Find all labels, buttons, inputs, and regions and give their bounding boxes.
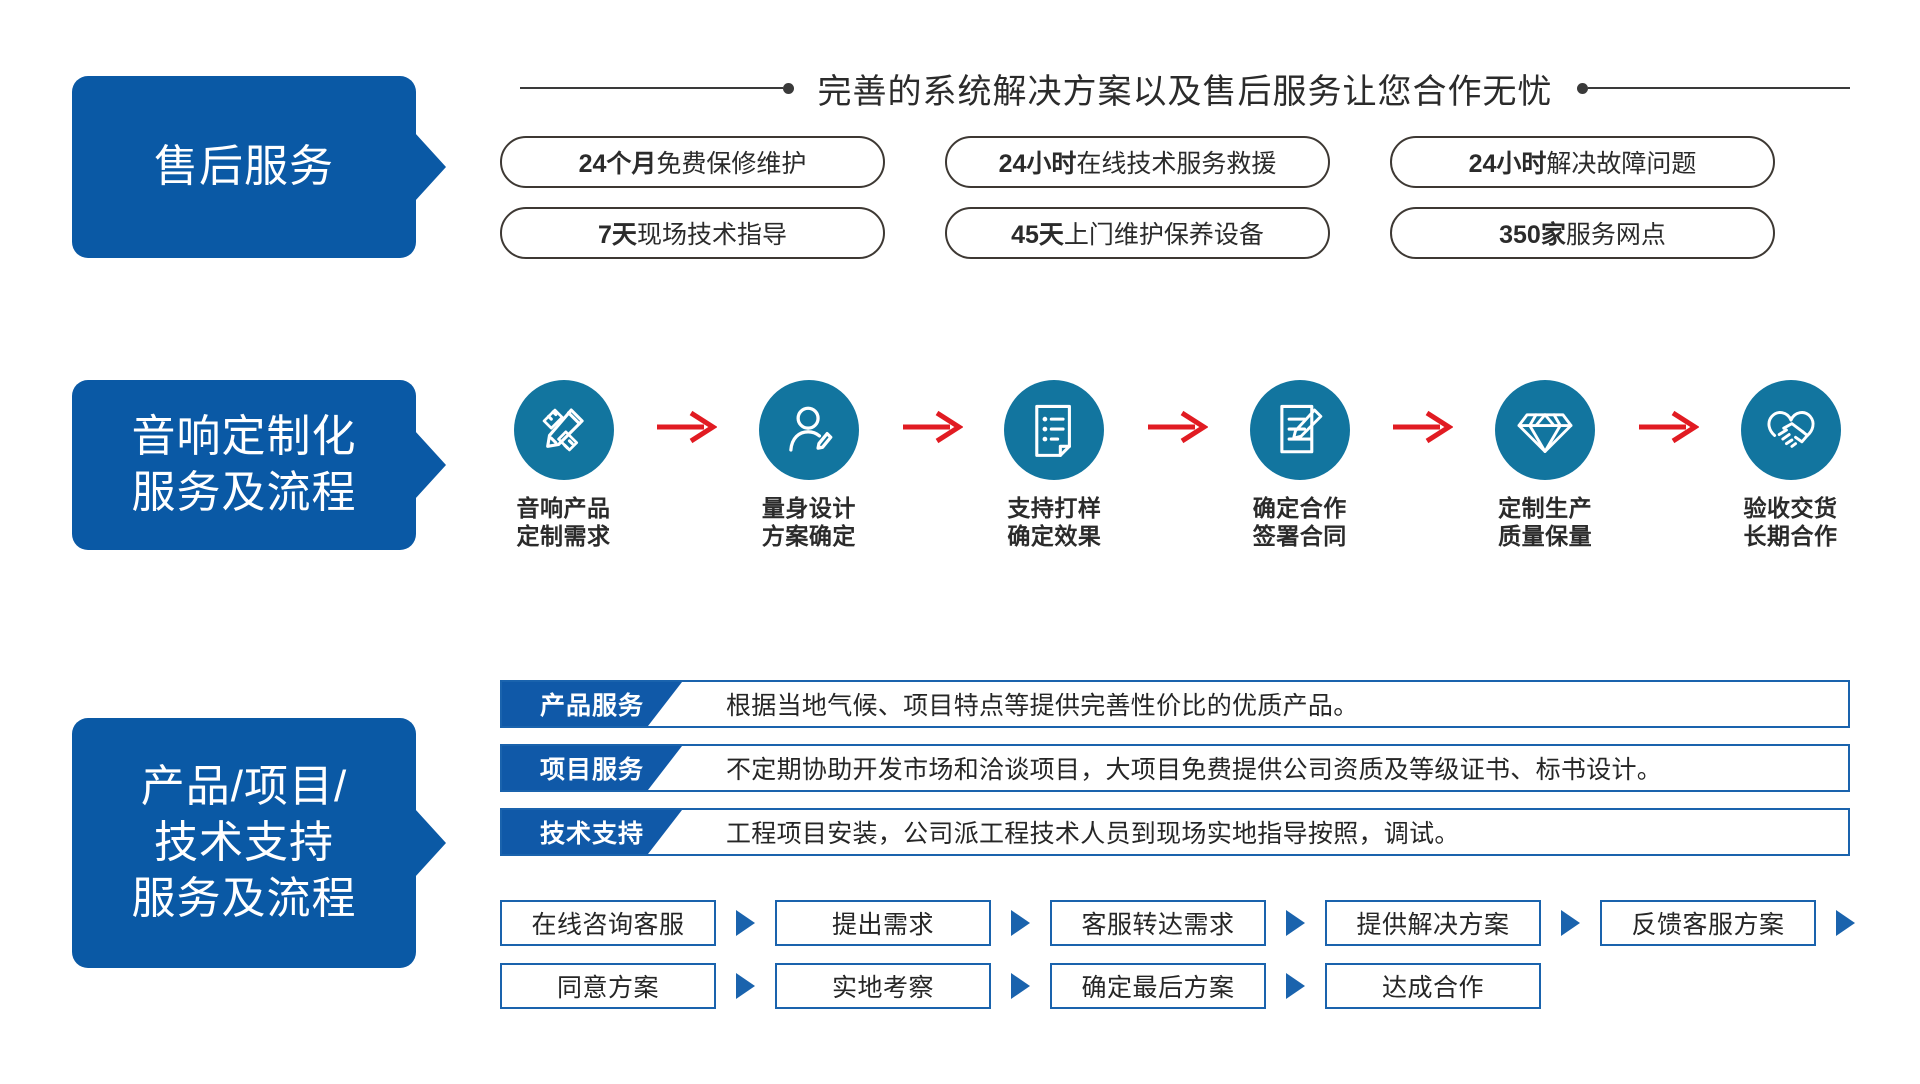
step-label: 支持打样 确定效果 xyxy=(1007,495,1102,550)
pill-rest: 免费保修维护 xyxy=(656,150,807,178)
pill-rest: 服务网点 xyxy=(1565,221,1666,249)
flow-arrow-icon xyxy=(1011,910,1030,936)
red-arrow-icon xyxy=(1366,380,1478,444)
service-bar-wedge xyxy=(682,682,722,726)
step-icon-circle xyxy=(1495,380,1596,480)
step-label: 验收交货 长期合作 xyxy=(1743,495,1838,550)
callout-arrow-icon xyxy=(415,133,446,201)
flow-arrow-icon xyxy=(1286,910,1305,936)
process-step: 支持打样 确定效果 xyxy=(988,380,1121,550)
pill-strong: 45天 xyxy=(1011,221,1064,249)
service-bar: 技术支持 工程项目安装，公司派工程技术人员到现场实地指导按照，调试。 xyxy=(500,808,1850,856)
service-bar: 项目服务 不定期协助开发市场和洽谈项目，大项目免费提供公司资质及等级证书、标书设… xyxy=(500,744,1850,792)
checklist-document-icon xyxy=(1027,401,1081,459)
headline-dot-left-icon xyxy=(782,82,794,94)
step-label: 音响产品 定制需求 xyxy=(516,495,611,550)
pill-strong: 24小时 xyxy=(998,150,1077,178)
process-step: 量身设计 方案确定 xyxy=(742,380,875,550)
section-label-text: 产品/项目/ 技术支持 服务及流程 xyxy=(131,761,357,924)
section1-headline: 完善的系统解决方案以及售后服务让您合作无忧 xyxy=(520,62,1850,114)
diamond-icon xyxy=(1516,404,1574,456)
pill-strong: 7天 xyxy=(598,221,637,249)
service-bar-text: 工程项目安装，公司派工程技术人员到现场实地指导按照，调试。 xyxy=(726,820,1460,848)
flow-box: 提出需求 xyxy=(775,900,991,946)
pill-item: 24小时在线技术服务救援 xyxy=(945,136,1330,188)
pill-strong: 24个月 xyxy=(578,150,657,178)
flow-box: 达成合作 xyxy=(1325,963,1541,1009)
pill-item: 7天现场技术指导 xyxy=(500,207,885,259)
flow-arrow-icon xyxy=(736,973,755,999)
step-label: 定制生产 质量保量 xyxy=(1498,495,1593,550)
service-bar-tag: 产品服务 xyxy=(502,682,682,726)
callout-arrow-icon xyxy=(415,809,446,877)
pill-strong: 350家 xyxy=(1499,221,1566,249)
section-label-text: 售后服务 xyxy=(154,141,334,191)
callout-arrow-icon xyxy=(415,431,446,499)
pill-rest: 上门维护保养设备 xyxy=(1063,221,1264,249)
headline-dot-right-icon xyxy=(1576,82,1588,94)
flow-box: 确定最后方案 xyxy=(1050,963,1266,1009)
handshake-heart-icon xyxy=(1761,403,1821,457)
pill-row-1: 24个月免费保修维护 24小时在线技术服务救援 24小时解决故障问题 xyxy=(500,136,1850,188)
customization-process-flow: 音响产品 定制需求 量身设计 方案确定 xyxy=(497,380,1857,570)
pill-item: 24个月免费保修维护 xyxy=(500,136,885,188)
pill-item: 45天上门维护保养设备 xyxy=(945,207,1330,259)
flow-box: 反馈客服方案 xyxy=(1600,900,1816,946)
step-label: 确定合作 签署合同 xyxy=(1252,495,1347,550)
process-step: 确定合作 签署合同 xyxy=(1233,380,1366,550)
flow-arrow-icon xyxy=(736,910,755,936)
section-label-after-sales: 售后服务 xyxy=(72,76,446,258)
service-bar-tag: 技术支持 xyxy=(502,810,682,854)
red-arrow-icon xyxy=(1121,380,1233,444)
process-step: 定制生产 质量保量 xyxy=(1479,380,1612,550)
service-bar-wedge xyxy=(682,746,722,790)
flow-box: 同意方案 xyxy=(500,963,716,1009)
headline-text: 完善的系统解决方案以及售后服务让您合作无忧 xyxy=(817,72,1553,111)
support-process-flow: 在线咨询客服 提出需求 客服转达需求 提供解决方案 反馈客服方案 同意方案 实地… xyxy=(500,900,1860,1026)
red-arrow-icon xyxy=(630,380,742,444)
flow-arrow-icon xyxy=(1561,910,1580,936)
document-pen-icon xyxy=(1273,401,1327,459)
service-bar-wedge xyxy=(682,810,722,854)
red-arrow-icon xyxy=(1612,380,1724,444)
flow-box: 客服转达需求 xyxy=(1050,900,1266,946)
pill-rest: 在线技术服务救援 xyxy=(1076,150,1277,178)
process-step: 验收交货 长期合作 xyxy=(1724,380,1857,550)
person-design-icon xyxy=(780,401,838,459)
step-icon-circle xyxy=(1740,380,1841,480)
headline-rule-right xyxy=(1587,87,1850,89)
section-label-audio-customization: 音响定制化 服务及流程 xyxy=(72,380,446,550)
flow-arrow-icon xyxy=(1011,973,1030,999)
step-icon-circle xyxy=(758,380,859,480)
pill-row-2: 7天现场技术指导 45天上门维护保养设备 350家服务网点 xyxy=(500,207,1850,259)
flow-arrow-icon xyxy=(1286,973,1305,999)
section-label-product-project-tech: 产品/项目/ 技术支持 服务及流程 xyxy=(72,718,446,968)
step-icon-circle xyxy=(513,380,614,480)
service-bar-text: 不定期协助开发市场和洽谈项目，大项目免费提供公司资质及等级证书、标书设计。 xyxy=(726,756,1663,784)
flow-box: 实地考察 xyxy=(775,963,991,1009)
pill-strong: 24小时 xyxy=(1468,150,1547,178)
service-bar: 产品服务 根据当地气候、项目特点等提供完善性价比的优质产品。 xyxy=(500,680,1850,728)
flow-arrow-icon xyxy=(1836,910,1855,936)
flow-row-1: 在线咨询客服 提出需求 客服转达需求 提供解决方案 反馈客服方案 xyxy=(500,900,1860,946)
process-step: 音响产品 定制需求 xyxy=(497,380,630,550)
flow-box: 在线咨询客服 xyxy=(500,900,716,946)
pill-item: 24小时解决故障问题 xyxy=(1390,136,1775,188)
service-bar-text: 根据当地气候、项目特点等提供完善性价比的优质产品。 xyxy=(726,692,1359,720)
service-bar-list: 产品服务 根据当地气候、项目特点等提供完善性价比的优质产品。 项目服务 不定期协… xyxy=(500,680,1850,872)
pill-item: 350家服务网点 xyxy=(1390,207,1775,259)
headline-rule-left xyxy=(520,87,783,89)
section-label-text: 音响定制化 服务及流程 xyxy=(131,411,357,517)
red-arrow-icon xyxy=(875,380,987,444)
flow-box: 提供解决方案 xyxy=(1325,900,1541,946)
after-sales-pill-grid: 24个月免费保修维护 24小时在线技术服务救援 24小时解决故障问题 7天现场技… xyxy=(500,136,1850,278)
step-icon-circle xyxy=(1004,380,1105,480)
pill-rest: 现场技术指导 xyxy=(636,221,787,249)
service-bar-tag: 项目服务 xyxy=(502,746,682,790)
pencil-ruler-icon xyxy=(535,401,593,459)
step-label: 量身设计 方案确定 xyxy=(761,495,856,550)
flow-row-2: 同意方案 实地考察 确定最后方案 达成合作 xyxy=(500,963,1860,1009)
pill-rest: 解决故障问题 xyxy=(1546,150,1697,178)
step-icon-circle xyxy=(1249,380,1350,480)
